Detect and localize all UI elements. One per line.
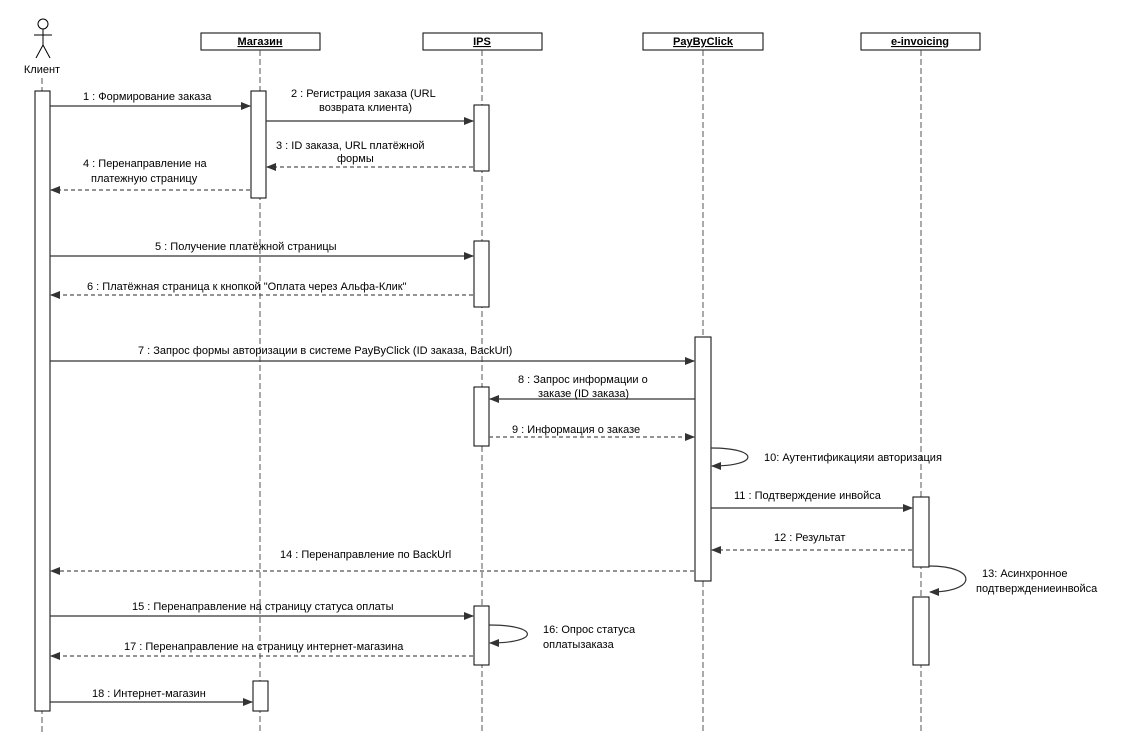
shop-header: Магазин [200, 32, 321, 51]
paybyclick-header: PayByClick [642, 32, 764, 51]
message-13-label-line1: 13: Асинхронное [982, 568, 1068, 580]
ips-activation-4 [473, 605, 490, 666]
message-2-label-line2: возврата клиента) [319, 102, 412, 114]
message-16-label-line2: оплатызаказа [543, 639, 615, 651]
message-6-label: 6 : Платёжная страница к кнопкой "Оплата… [87, 281, 407, 293]
client-actor: Клиент [24, 18, 60, 76]
client-actor-head [37, 18, 49, 30]
message-8-label-line1: 8 : Запрос информации о [518, 374, 648, 386]
ips-header: IPS [422, 32, 543, 51]
message-2-label-line1: 2 : Регистрация заказа (URL [291, 88, 436, 100]
client-label: Клиент [24, 64, 60, 76]
message-10-label: 10: Аутентификацияи авторизация [764, 452, 942, 464]
message-16-label-line1: 16: Опрос статуса [543, 624, 636, 636]
shop-activation-1 [250, 90, 267, 199]
message-1-label: 1 : Формирование заказа [83, 91, 212, 103]
message-14-label: 14 : Перенаправление по BackUrl [280, 549, 451, 561]
shop-activation-2 [252, 680, 269, 712]
ips-activation-1 [473, 104, 490, 172]
message-12-label: 12 : Результат [774, 532, 845, 544]
message-3-label-line1: 3 : ID заказа, URL платёжной [276, 140, 425, 152]
message-10-arrow [710, 447, 749, 470]
message-16-arrow [488, 624, 528, 647]
einvoicing-activation-1 [912, 496, 930, 568]
message-18-label: 18 : Интернет-магазин [92, 688, 206, 700]
client-activation [34, 90, 51, 712]
einvoicing-header: e-invoicing [860, 32, 981, 51]
client-actor-leg-left [35, 44, 44, 59]
paybyclick-activation [694, 336, 712, 582]
ips-label: IPS [473, 36, 491, 48]
message-13-label-line2: подтверждениеинвойса [976, 583, 1098, 595]
message-4-label-line2: платежную страницу [91, 173, 198, 185]
message-13-arrow [928, 565, 967, 596]
einvoicing-activation-2 [912, 596, 930, 666]
paybyclick-label: PayByClick [673, 36, 734, 48]
message-11-label: 11 : Подтверждение инвойса [734, 490, 882, 502]
message-15-label: 15 : Перенаправление на страницу статуса… [132, 601, 394, 613]
message-7-label: 7 : Запрос формы авторизации в системе P… [138, 345, 512, 357]
message-4-label-line1: 4 : Перенаправление на [83, 158, 208, 170]
message-3-label-line2: формы [337, 153, 374, 165]
message-8-label-line2: заказе (ID заказа) [538, 388, 629, 400]
message-5-label: 5 : Получение платёжной страницы [155, 241, 337, 253]
ips-activation-3 [473, 386, 490, 447]
ips-activation-2 [473, 240, 490, 308]
message-17-label: 17 : Перенаправление на страницу интерне… [124, 641, 404, 653]
message-9-label: 9 : Информация о заказе [512, 424, 640, 436]
einvoicing-label: e-invoicing [891, 36, 949, 48]
client-actor-leg-right [42, 44, 51, 59]
shop-label: Магазин [237, 36, 282, 48]
